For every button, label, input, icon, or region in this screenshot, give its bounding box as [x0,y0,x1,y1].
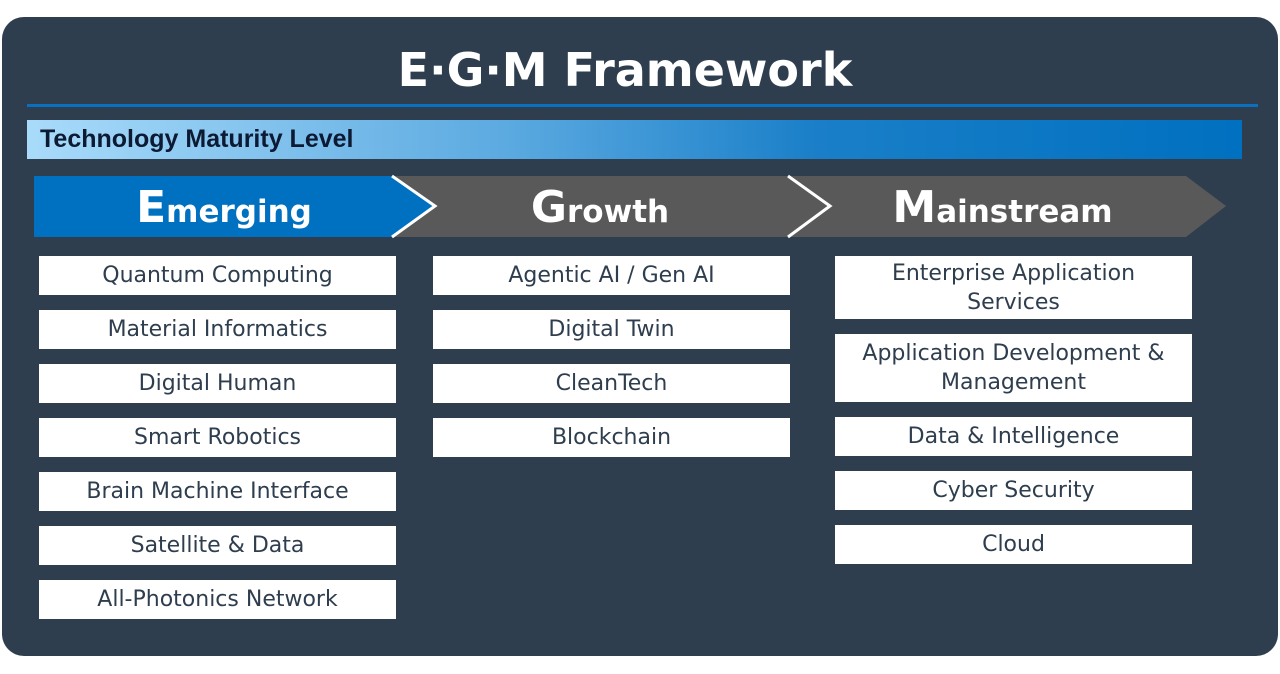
title-divider [27,104,1258,107]
technology-box: CleanTech [433,364,790,403]
technology-box: Data & Intelligence [835,417,1192,456]
technology-box: Enterprise Application Services [835,256,1192,319]
emerging-arrow [34,176,435,237]
stage-initial: M [892,182,937,233]
technology-box: Cyber Security [835,471,1192,510]
page-title: E·G·M Framework [397,43,853,97]
technology-box: Blockchain [433,418,790,457]
stage-initial: E [136,182,167,233]
technology-box: Brain Machine Interface [39,472,396,511]
stage-initial: G [530,182,567,233]
technology-box: Agentic AI / Gen AI [433,256,790,295]
chevron-divider [391,174,438,239]
technology-box: Cloud [835,525,1192,564]
stage-mainstream-label: Mainstream [810,180,1195,240]
technology-box: Smart Robotics [39,418,396,457]
technology-box: All-Photonics Network [39,580,396,619]
technology-box: Digital Human [39,364,396,403]
emerging-column: Quantum Computing Material Informatics D… [39,256,396,619]
maturity-level-label: Technology Maturity Level [40,125,354,153]
technology-box: Application Development & Management [835,334,1192,402]
mainstream-column: Enterprise Application Services Applicat… [835,256,1192,564]
mainstream-arrow [788,176,1226,237]
chevron-divider [787,174,833,239]
maturity-level-bar: Technology Maturity Level [27,120,1242,159]
stage-rest: ainstream [936,194,1113,230]
stage-emerging-label: Emerging [34,180,414,240]
stage-growth-label: Growth [410,180,790,240]
technology-box: Material Informatics [39,310,396,349]
growth-arrow [392,176,830,237]
technology-box: Digital Twin [433,310,790,349]
stage-rest: rowth [567,194,670,230]
stage-rest: merging [166,194,312,230]
growth-column: Agentic AI / Gen AI Digital Twin CleanTe… [433,256,790,457]
technology-box: Satellite & Data [39,526,396,565]
technology-box: Quantum Computing [39,256,396,295]
